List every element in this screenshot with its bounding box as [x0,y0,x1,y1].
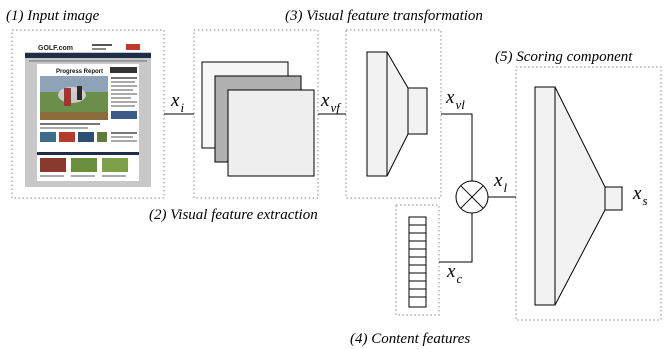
transformation-network [366,51,428,177]
caption-feature-extraction: (2) Visual feature extraction [149,207,318,223]
content-features-frame [395,204,440,316]
caption-content-features: (4) Content features [350,331,470,347]
scoring-component-frame [515,66,662,321]
label-x-vf: xvf [320,90,342,115]
connector-content-to-combine [439,213,473,263]
feature-map-front [227,89,315,177]
thumbnail-logo: GOLF.com [38,45,73,52]
feature-maps [201,61,315,177]
combine-operator-icon [455,180,489,214]
label-x-i: xi [170,90,184,115]
webpage-thumbnail: GOLF.com Progress Report [25,41,151,187]
caption-input-image: (1) Input image [6,8,100,24]
scoring-network [534,86,623,306]
connector-transformation-to-combine [441,113,473,181]
label-x-c: xc [446,261,462,286]
caption-feature-transformation: (3) Visual feature transformation [285,8,483,24]
label-x-s: xs [632,183,648,208]
thumbnail-headline: Progress Report [56,69,103,75]
label-x-vl: xvl [445,87,465,112]
caption-scoring-component: (5) Scoring component [495,49,633,65]
content-feature-vector [408,216,427,308]
label-x-l: xl [493,170,507,195]
